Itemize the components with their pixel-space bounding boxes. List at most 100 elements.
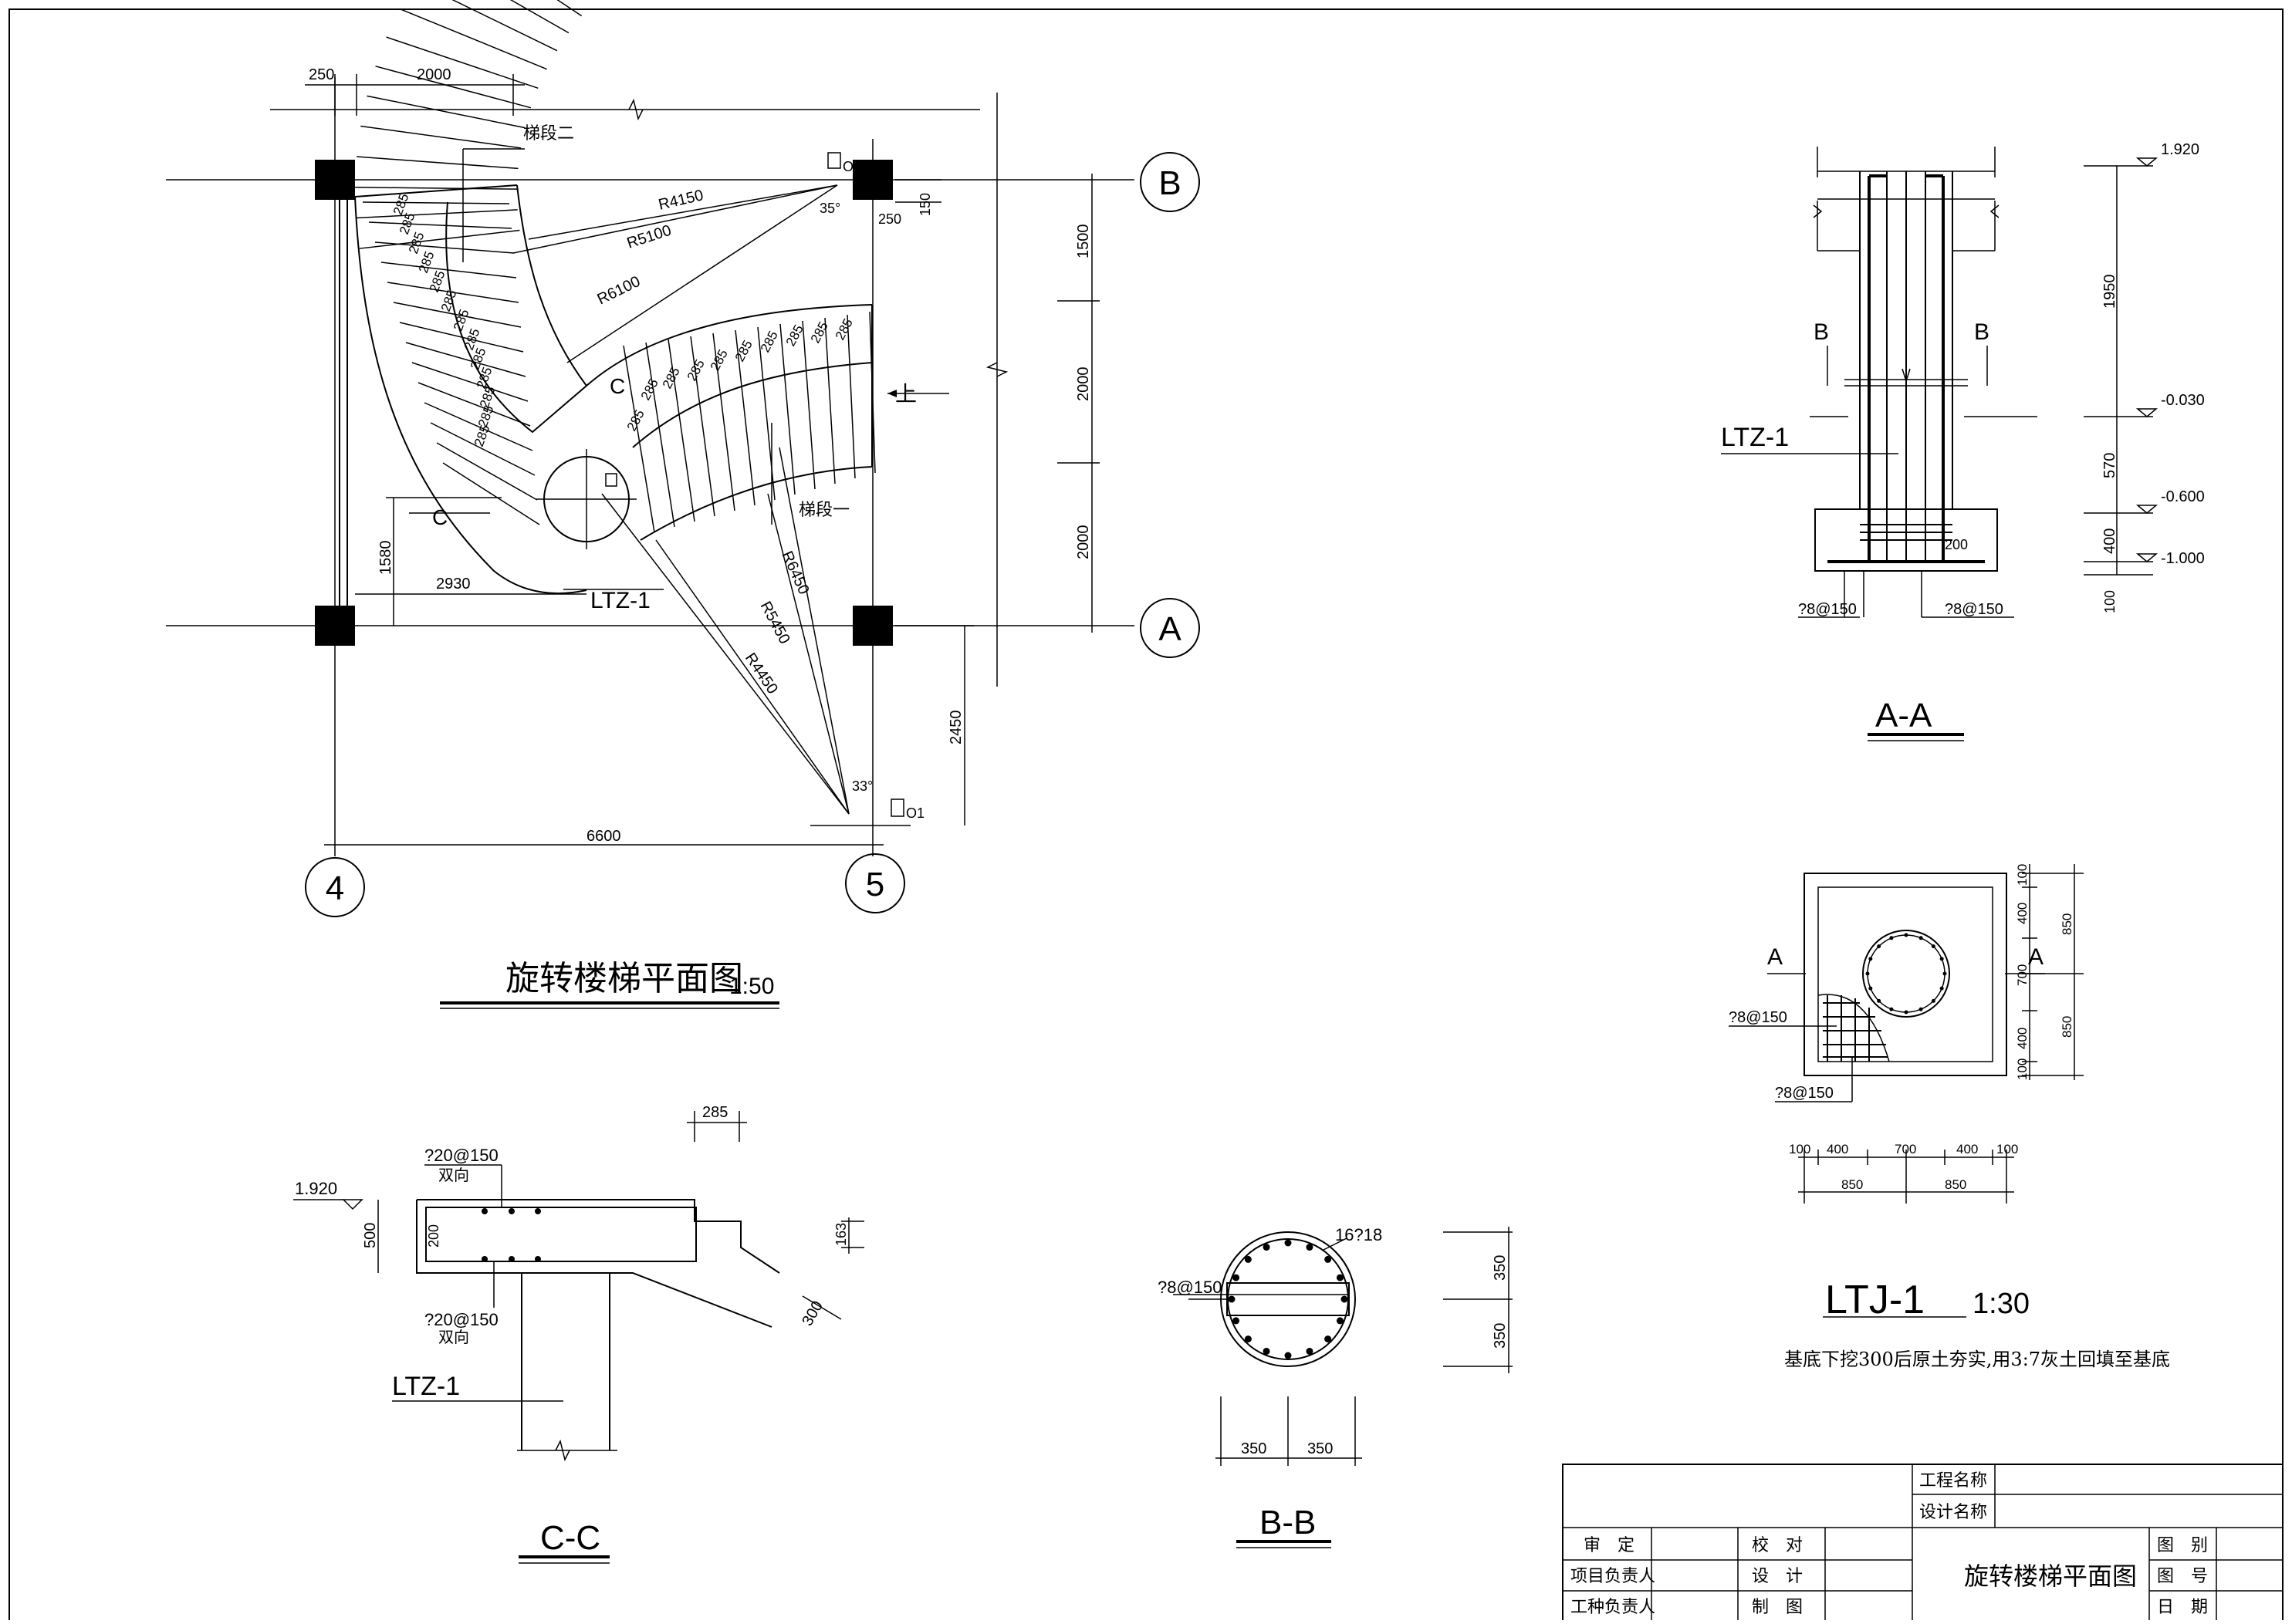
rebar-dot <box>1263 1347 1270 1355</box>
dim-text: 2000 <box>417 66 451 83</box>
dim-text: 1500 <box>1075 225 1092 259</box>
tread-line <box>355 209 518 219</box>
rebar-dot <box>1228 1295 1236 1303</box>
tread-rung <box>387 282 519 303</box>
rebar-label: ?8@150 <box>1798 601 1857 618</box>
rebar-dot <box>1868 957 1873 961</box>
plan-title: 旋转楼梯平面图 <box>505 959 743 998</box>
rebar-dot <box>1889 1007 1894 1011</box>
slab-rebar-cage <box>425 1207 697 1262</box>
rebar-dot <box>1904 1010 1908 1015</box>
radius-label: R6450 <box>778 549 812 597</box>
break-mark <box>1813 201 1823 231</box>
tread-rung <box>380 262 517 279</box>
dim-text: 2000 <box>1075 525 1092 560</box>
center-o2-symbol <box>827 152 841 169</box>
tread-rung <box>779 323 796 495</box>
rebar-dot <box>509 1256 515 1262</box>
dim-text: 350 <box>1492 1255 1509 1281</box>
rebar-dot <box>535 1256 541 1262</box>
tread-line <box>367 95 526 129</box>
dim-text: 163 <box>833 1223 849 1246</box>
dim-text: 850 <box>1841 1177 1863 1192</box>
radius-line <box>655 539 850 815</box>
dim-text: 300 <box>799 1298 827 1329</box>
footing-outline <box>1804 873 2007 1076</box>
tb-design-name: 设计名称 <box>1919 1503 1987 1522</box>
dim-text: 700 <box>2015 964 2030 986</box>
dim-text: 250 <box>878 211 901 227</box>
section-c-c: 1.920 ?20@150 双向 ?20@150 双向 500 200 285 … <box>293 1104 864 1564</box>
stirrup <box>1226 1282 1350 1316</box>
column-bars <box>1228 1239 1348 1359</box>
tread-rung <box>368 221 512 229</box>
tread-rung <box>374 241 515 254</box>
dim-line <box>802 1295 842 1320</box>
rebar-dot <box>1868 986 1873 991</box>
dim-text: 500 <box>362 1223 379 1248</box>
flight-2-edge <box>516 184 587 387</box>
center-o1-symbol <box>891 798 904 817</box>
radius-line <box>779 447 850 815</box>
column-circle <box>1862 930 1950 1018</box>
dim-text: 2930 <box>436 576 471 593</box>
tread-line <box>355 187 518 190</box>
section-a-label: A <box>2028 944 2044 970</box>
dim-text: 100 <box>2015 864 2030 886</box>
dim-text: 700 <box>1895 1142 1916 1156</box>
tread-rung <box>405 342 526 377</box>
rebar-label: 16?18 <box>1335 1225 1382 1244</box>
rebar-dot <box>1942 971 1947 976</box>
break-mark <box>1989 201 2000 231</box>
column-bars <box>1865 933 1947 1015</box>
elev-symbol <box>2135 553 2158 562</box>
tread-rung <box>623 345 655 533</box>
tread-line <box>509 0 570 34</box>
rebar-note: 双向 <box>438 1166 469 1184</box>
tread-rung <box>417 382 531 427</box>
cutaway-curve <box>1817 994 1890 1062</box>
flight-2-outer-edge <box>354 196 587 595</box>
rebar-dot <box>1877 944 1881 949</box>
center-tag <box>605 473 617 487</box>
tread-line <box>556 0 583 17</box>
elev-label: 1.920 <box>295 1179 337 1198</box>
rebar-dot <box>1263 1244 1270 1251</box>
section-a-a: B B LTZ-1 200 ?8@150 ?8@150 1.920 -0.030… <box>1721 141 2205 741</box>
dim-text: 2000 <box>1075 367 1092 402</box>
tread-rung <box>690 336 715 517</box>
tread-rung <box>712 333 735 512</box>
tread-line <box>360 125 521 149</box>
rebar-dot <box>509 1208 515 1214</box>
elev-label: -0.600 <box>2161 488 2205 505</box>
rebar-dot <box>1939 957 1944 961</box>
section-aa-title: A-A <box>1875 697 1932 734</box>
section-b-b: ?8@150 16?18 350 350 350 350 B-B <box>1158 1225 1513 1548</box>
dim-text: 570 <box>2101 453 2118 478</box>
rebar-dot <box>1306 1244 1313 1251</box>
radius-line <box>528 184 838 240</box>
section-c-label: C <box>610 374 625 398</box>
rebar-dot <box>1939 986 1944 991</box>
rebar-dot <box>1306 1347 1313 1355</box>
dim-text: 400 <box>1956 1142 1978 1156</box>
tread-line <box>357 156 519 170</box>
elev-symbol <box>2135 157 2158 167</box>
column <box>315 606 355 646</box>
radius-label: R5450 <box>757 599 793 647</box>
rebar-dot <box>1336 1274 1344 1281</box>
rebar-dot <box>482 1208 488 1214</box>
tread-rung <box>735 329 756 506</box>
elev-symbol <box>2135 505 2158 514</box>
grid-label-b: B <box>1158 164 1181 202</box>
tread-label: 285 <box>685 357 708 383</box>
radius-label: R6100 <box>595 273 644 309</box>
tread-line <box>451 0 558 52</box>
rebar-dot <box>1931 944 1935 949</box>
tread-label: 285 <box>808 319 831 346</box>
rebar-dot <box>1324 1335 1332 1343</box>
label-ltz: LTZ-1 <box>1721 423 1789 452</box>
section-c-label: C <box>432 505 448 529</box>
